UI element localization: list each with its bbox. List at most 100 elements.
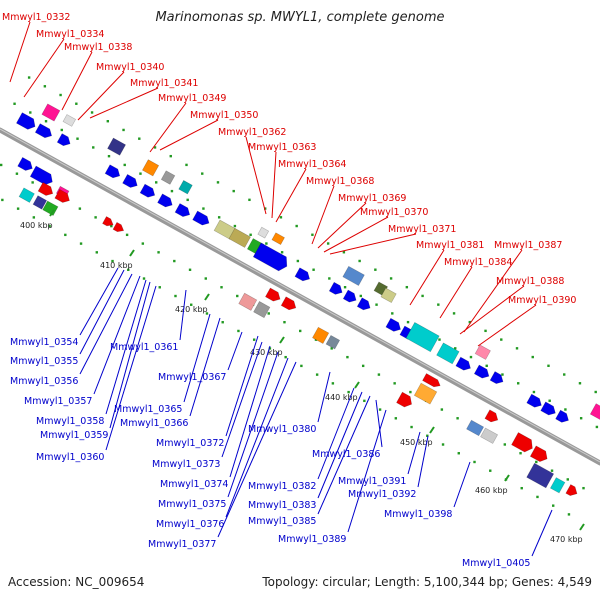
gene-arrow xyxy=(473,364,490,379)
guide-dot xyxy=(501,373,504,376)
guide-dot xyxy=(500,338,503,341)
guide-dot xyxy=(363,399,366,403)
bottom-leader-line xyxy=(225,357,289,518)
guide-dot xyxy=(139,172,142,175)
gene-arrow xyxy=(112,221,125,233)
bottom-gene-label: Mmwyl1_0377 xyxy=(148,539,216,550)
gene-box xyxy=(257,226,270,239)
top-gene-label: Mmwyl1_0338 xyxy=(64,42,132,53)
bottom-leader-line xyxy=(317,391,363,499)
guide-dot xyxy=(185,163,188,167)
scale-tick xyxy=(504,474,510,482)
guide-dot xyxy=(280,251,284,254)
gene-box xyxy=(18,187,35,203)
scale-label: 400 kbp xyxy=(20,221,53,230)
guide-dot xyxy=(311,233,314,236)
top-gene-label: Mmwyl1_0332 xyxy=(2,12,70,23)
top-leader-line xyxy=(463,249,523,333)
gene-box xyxy=(107,137,127,156)
bottom-gene-label: Mmwyl1_0356 xyxy=(10,376,78,387)
scale-tick xyxy=(204,293,210,301)
gene-arrow xyxy=(565,484,578,496)
guide-dot xyxy=(43,85,47,88)
guide-dot xyxy=(484,329,487,333)
top-leader-line xyxy=(77,71,125,121)
guide-dot xyxy=(27,76,31,79)
top-leader-line xyxy=(149,102,187,153)
guide-dot xyxy=(284,355,287,359)
guide-dot xyxy=(456,417,459,420)
bottom-gene-label: Mmwyl1_0386 xyxy=(312,449,380,460)
bottom-gene-label: Mmwyl1_0405 xyxy=(462,558,530,569)
guide-dot xyxy=(48,224,51,228)
top-gene-label: Mmwyl1_0387 xyxy=(494,240,562,251)
gene-arrow xyxy=(356,297,371,311)
bottom-leader-line xyxy=(317,395,371,515)
guide-dot xyxy=(405,285,409,289)
guide-dot xyxy=(536,495,539,499)
guide-dot xyxy=(440,408,444,411)
gene-arrow xyxy=(192,210,210,226)
guide-dot xyxy=(594,390,597,394)
guide-dot xyxy=(473,460,476,464)
top-gene-label: Mmwyl1_0370 xyxy=(360,207,428,218)
gene-box xyxy=(380,287,397,304)
guide-dot xyxy=(454,347,457,350)
gene-arrow xyxy=(396,391,412,408)
bottom-leader-line xyxy=(407,431,421,475)
guide-dot xyxy=(29,111,32,114)
gene-box xyxy=(466,419,485,437)
top-leader-line xyxy=(317,202,367,249)
guide-dot xyxy=(295,224,298,228)
gene-arrow xyxy=(37,182,54,196)
top-leader-line xyxy=(477,304,537,347)
bottom-leader-line xyxy=(79,269,125,355)
bottom-gene-label: Mmwyl1_0354 xyxy=(10,337,78,348)
guide-dot xyxy=(452,312,456,315)
guide-dot xyxy=(122,128,125,132)
guide-dot xyxy=(438,338,441,341)
guide-dot xyxy=(106,120,110,123)
bottom-gene-label: Mmwyl1_0385 xyxy=(248,516,316,527)
guide-dot xyxy=(59,93,62,97)
topology-text: Topology: circular; Length: 5,100,344 bp… xyxy=(262,575,592,589)
top-gene-label: Mmwyl1_0363 xyxy=(248,142,316,153)
top-leader-line xyxy=(275,168,307,223)
scale-tick xyxy=(279,336,285,344)
guide-dot xyxy=(125,233,129,237)
scale-tick xyxy=(429,426,435,434)
gene-arrow xyxy=(56,133,71,147)
guide-dot xyxy=(520,486,523,490)
guide-dot xyxy=(531,355,534,359)
guide-dot xyxy=(378,408,382,411)
guide-dot xyxy=(76,137,79,140)
bottom-leader-line xyxy=(79,273,133,375)
guide-dot xyxy=(201,172,204,175)
guide-dot xyxy=(532,390,536,394)
bottom-gene-label: Mmwyl1_0380 xyxy=(248,424,316,435)
bottom-gene-label: Mmwyl1_0372 xyxy=(156,438,224,449)
gene-arrow xyxy=(526,393,542,408)
gene-arrow xyxy=(174,203,191,217)
gene-arrow xyxy=(511,432,533,453)
scale-label: 430 kbp xyxy=(250,348,283,357)
gene-box xyxy=(312,326,330,344)
guide-dot xyxy=(236,294,239,298)
guide-dot xyxy=(204,277,207,280)
gene-box xyxy=(238,292,258,311)
guide-dot xyxy=(563,373,566,376)
guide-dot xyxy=(437,303,440,306)
scale-tick xyxy=(49,209,55,217)
gene-arrow xyxy=(265,287,281,302)
scale-label: 470 kbp xyxy=(550,535,583,544)
bottom-gene-label: Mmwyl1_0355 xyxy=(10,356,78,367)
guide-dot xyxy=(170,189,174,193)
guide-dot xyxy=(252,338,256,341)
bottom-leader-line xyxy=(105,285,157,451)
guide-dot xyxy=(79,242,83,245)
top-leader-line xyxy=(329,233,417,255)
scale-label: 460 kbp xyxy=(475,486,508,495)
guide-dot xyxy=(374,268,377,271)
guide-dot xyxy=(330,347,333,350)
